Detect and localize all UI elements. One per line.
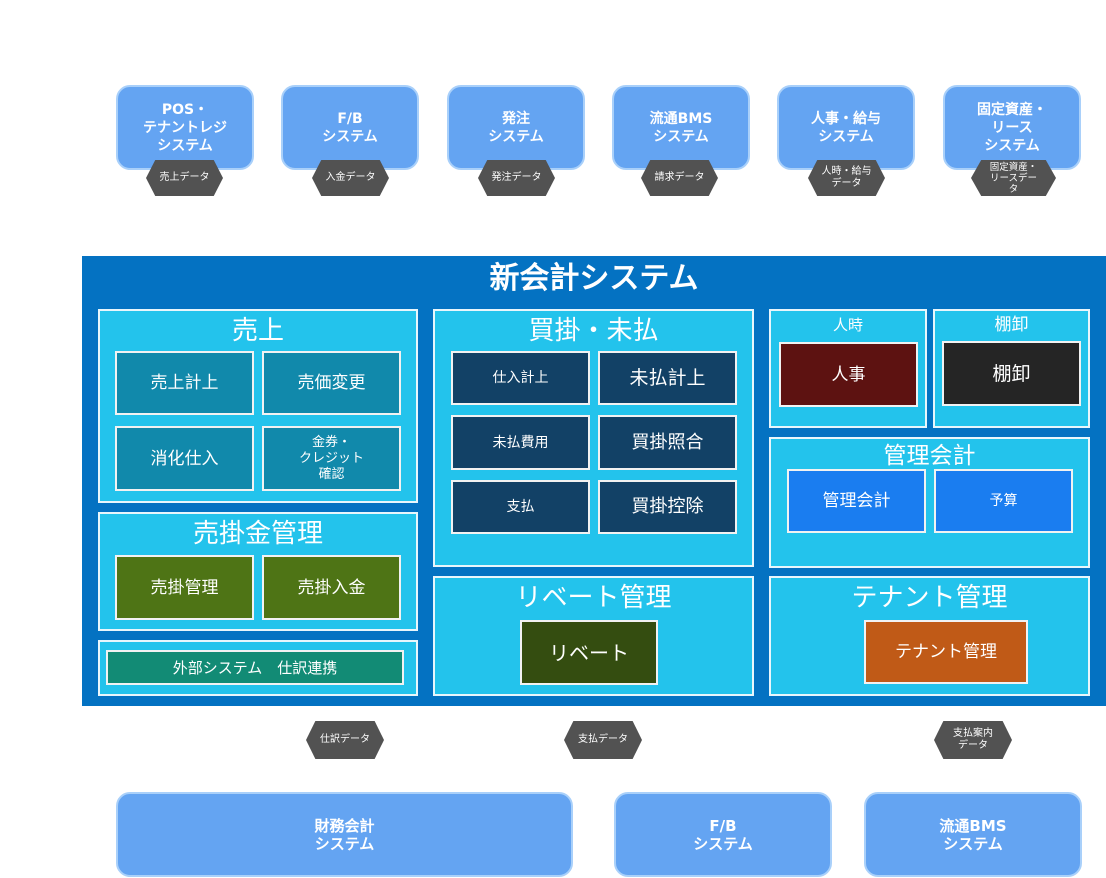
payment-box: 支払 [451,480,590,534]
price-change-box: 売価変更 [262,351,401,415]
ryutsu-bms-system-top: 流通BMS システム [612,85,750,170]
voucher-credit-check-box: 金券・ クレジット 確認 [262,426,401,491]
receivables-management-box: 売掛管理 [115,555,254,620]
hr-payroll-system: 人事・給与 システム [777,85,915,170]
deposit-data-tag: 入金データ [312,160,389,196]
order-data-tag: 発注データ [478,160,555,196]
fixed-asset-lease-data-tag: 固定資産・ リースデー タ [971,160,1056,196]
receivables-deposit-box: 売掛入金 [262,555,401,620]
payables-matching-box: 買掛照合 [598,415,737,470]
budget-box: 予算 [934,469,1073,533]
consignment-purchase-box: 消化仕入 [115,426,254,491]
rebate-box: リベート [520,620,658,685]
ordering-system: 発注 システム [447,85,585,170]
payment-data-tag: 支払データ [564,721,642,759]
manhour-panel-title: 人時 [832,316,863,334]
inventory-panel-title: 棚卸 [994,315,1029,335]
sales-posting-box: 売上計上 [115,351,254,415]
management-accounting-panel-title: 管理会計 [883,443,976,469]
management-accounting-box: 管理会計 [787,469,926,533]
external-journal-link-box: 外部システム 仕訳連携 [106,650,404,685]
fb-system-top: F/B システム [281,85,419,170]
rebate-panel-title: リベート管理 [515,583,672,613]
manhour-payroll-data-tag: 人時・給与 データ [808,160,885,196]
financial-accounting-system: 財務会計 システム [116,792,573,877]
receivables-panel-title: 売掛金管理 [192,519,323,549]
pos-tenant-register-system: POS・ テナントレジ システム [116,85,254,170]
purchase-posting-box: 仕入計上 [451,351,590,405]
ryutsu-bms-system-bottom: 流通BMS システム [864,792,1082,877]
tenant-management-panel-title: テナント管理 [851,583,1008,613]
accrued-expense-box: 未払費用 [451,415,590,470]
fixed-asset-lease-system: 固定資産・ リース システム [943,85,1081,170]
inventory-box: 棚卸 [942,341,1081,406]
sales-data-tag: 売上データ [146,160,223,196]
payables-deduction-box: 買掛控除 [598,480,737,534]
invoice-data-tag: 請求データ [641,160,718,196]
tenant-management-box: テナント管理 [864,620,1028,684]
payment-notice-data-tag: 支払案内 データ [934,721,1012,759]
sales-panel-title: 売上 [231,316,284,346]
fb-system-bottom: F/B システム [614,792,832,877]
payables-panel-title: 買掛・未払 [528,316,659,346]
main-title: 新会計システム [489,261,699,296]
journal-data-tag: 仕訳データ [306,721,384,759]
unpaid-posting-box: 未払計上 [598,351,737,405]
hr-box: 人事 [779,342,918,407]
